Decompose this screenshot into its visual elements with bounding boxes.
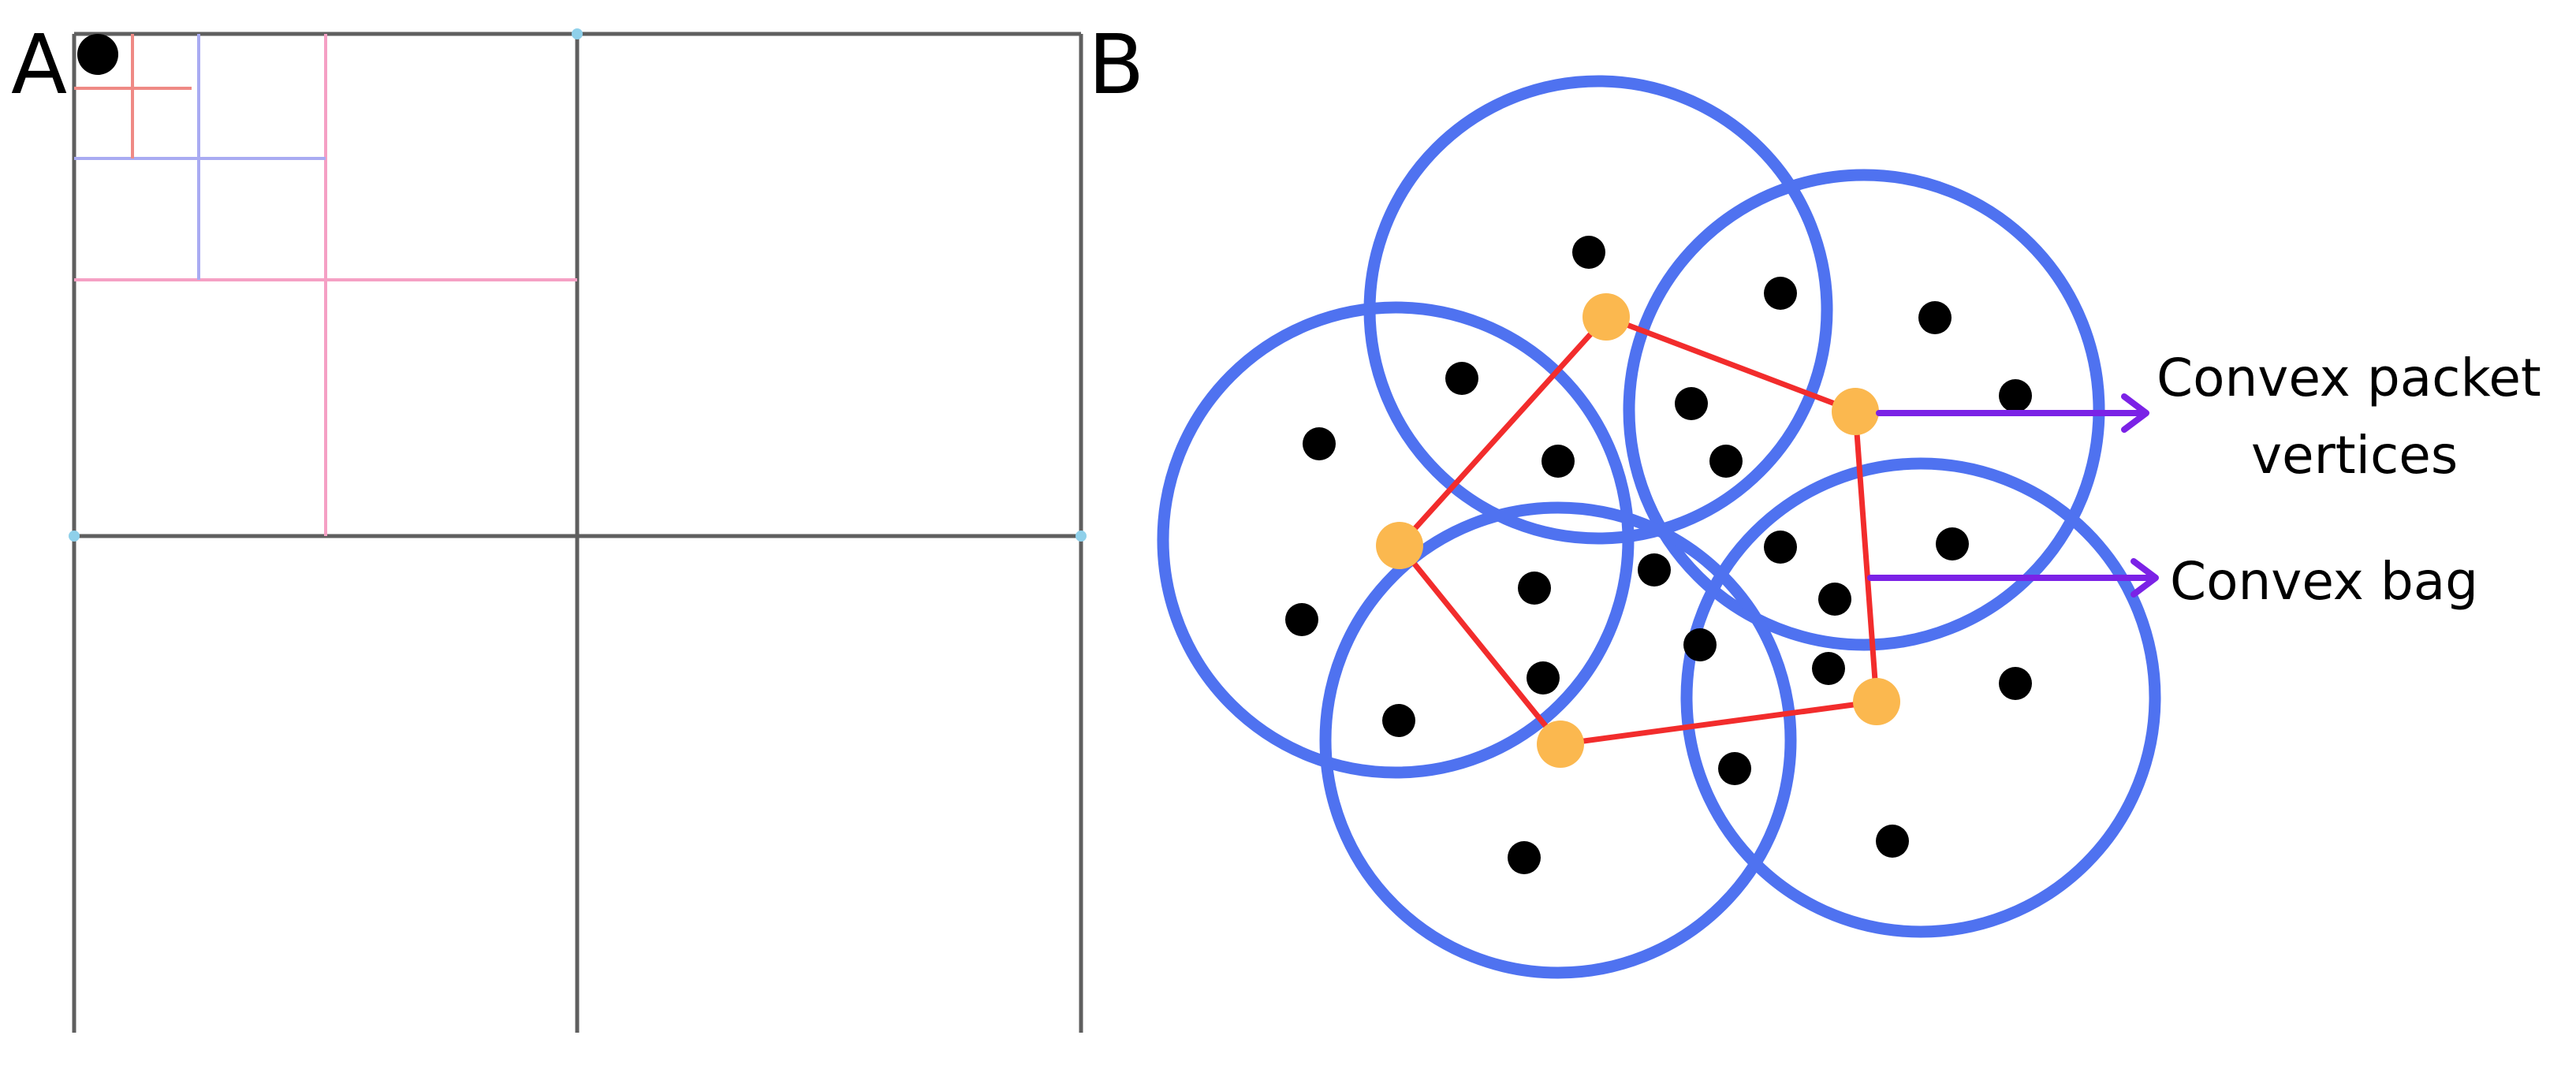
grid-nodes	[69, 28, 1087, 542]
arrow-convex-vertices	[1876, 393, 2149, 433]
point	[1541, 445, 1575, 478]
hull-vertex	[1832, 388, 1879, 435]
label-convex-vertices-line2: vertices	[2251, 425, 2458, 486]
quadtree-point	[77, 34, 118, 75]
hull-vertices	[1376, 293, 1900, 768]
panel-a-quadtree: A	[11, 17, 1087, 1033]
point	[1445, 362, 1478, 395]
point	[1936, 527, 1969, 560]
label-convex-bag: Convex bag	[2170, 551, 2478, 612]
hull-vertex	[1583, 293, 1630, 341]
label-convex-vertices-line1: Convex packet	[2157, 348, 2541, 408]
point	[1999, 667, 2032, 700]
convex-hull-edges	[1396, 314, 1880, 747]
panel-b-label: B	[1088, 17, 1144, 113]
point	[1527, 661, 1560, 694]
hull-vertex	[1853, 678, 1900, 725]
arrow-head	[2131, 558, 2159, 598]
point	[1303, 427, 1336, 460]
circle-bottom-right	[1680, 457, 2161, 938]
points	[1285, 236, 2032, 874]
point	[1285, 603, 1318, 636]
circle-bottom-left	[1319, 501, 1797, 979]
arrow-head	[2121, 393, 2149, 433]
quadtree-level-4-lines	[74, 34, 192, 158]
point	[1764, 277, 1797, 310]
hull-vertex	[1537, 721, 1584, 768]
point	[1918, 301, 1952, 334]
arrow-convex-bag	[1867, 558, 2159, 598]
point	[1382, 704, 1415, 737]
grid-node	[69, 531, 80, 542]
point	[1683, 628, 1717, 661]
quadtree-level-1-lines	[72, 32, 1083, 1033]
point	[1572, 236, 1605, 269]
quadtree-level-3-lines	[74, 34, 326, 280]
point	[1764, 531, 1797, 564]
point	[1675, 387, 1708, 420]
point	[1718, 752, 1751, 785]
point	[1818, 583, 1851, 616]
point	[1812, 652, 1845, 685]
point	[1999, 379, 2032, 412]
circles	[1157, 75, 2161, 979]
hull-vertex	[1376, 522, 1423, 569]
quadtree-level-2-lines	[74, 34, 577, 536]
point	[1638, 553, 1671, 586]
point	[1518, 572, 1551, 605]
panel-a-label: A	[11, 17, 67, 113]
grid-node	[1076, 531, 1087, 542]
panel-b-convex-hull: B	[1088, 17, 2541, 979]
point	[1876, 825, 1909, 858]
grid-node	[572, 28, 583, 39]
point	[1709, 445, 1743, 478]
point	[1508, 841, 1541, 874]
circle-left	[1157, 301, 1635, 779]
